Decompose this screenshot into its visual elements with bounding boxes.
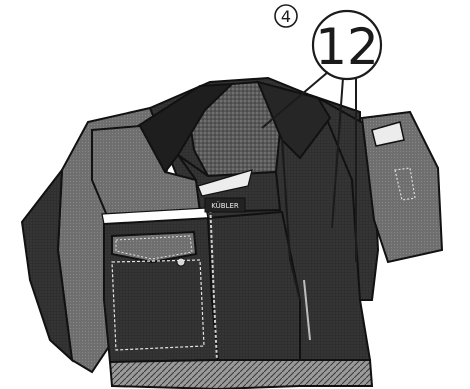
callout-12-label: 12 — [315, 18, 379, 76]
callout-4: 4 — [275, 5, 297, 27]
callout-4-label: 4 — [281, 7, 291, 26]
hem-band — [110, 360, 372, 389]
callout-12: 12 — [313, 11, 381, 79]
logo-text: KÜBLER — [211, 201, 239, 210]
front-lower-center — [208, 212, 300, 360]
pocket-button — [177, 258, 185, 266]
